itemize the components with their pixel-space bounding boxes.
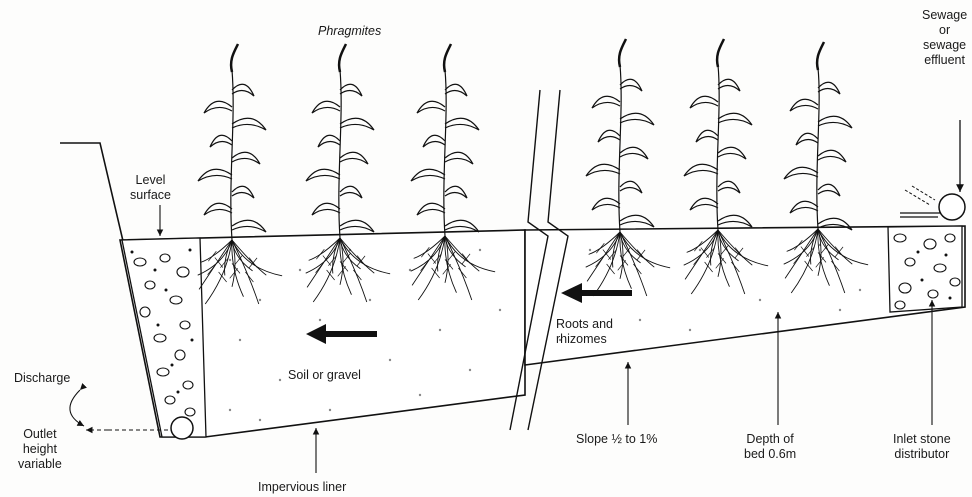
impervious-liner-label: Impervious liner	[258, 480, 346, 495]
slope-label: Slope ½ to 1%	[576, 432, 657, 447]
discharge-label: Discharge	[14, 371, 70, 386]
outlet-variable-curve	[70, 390, 84, 426]
outlet-gravel-zone	[122, 238, 206, 437]
inlet-label: Inlet stone distributor	[893, 432, 951, 462]
plant-label: Phragmites	[318, 24, 381, 39]
roots-rhizomes-label: Roots and rhizomes	[556, 317, 613, 347]
sewage-label: Sewage or sewage effluent	[922, 8, 967, 68]
inlet-pipe	[939, 194, 965, 220]
soil-gravel-label: Soil or gravel	[288, 368, 361, 383]
outlet-pipe	[171, 417, 193, 439]
depth-label: Depth of bed 0.6m	[744, 432, 796, 462]
inlet-gravel-zone	[888, 226, 962, 312]
level-surface-label: Level surface	[130, 173, 171, 203]
outlet-height-label: Outlet height variable	[18, 427, 62, 472]
